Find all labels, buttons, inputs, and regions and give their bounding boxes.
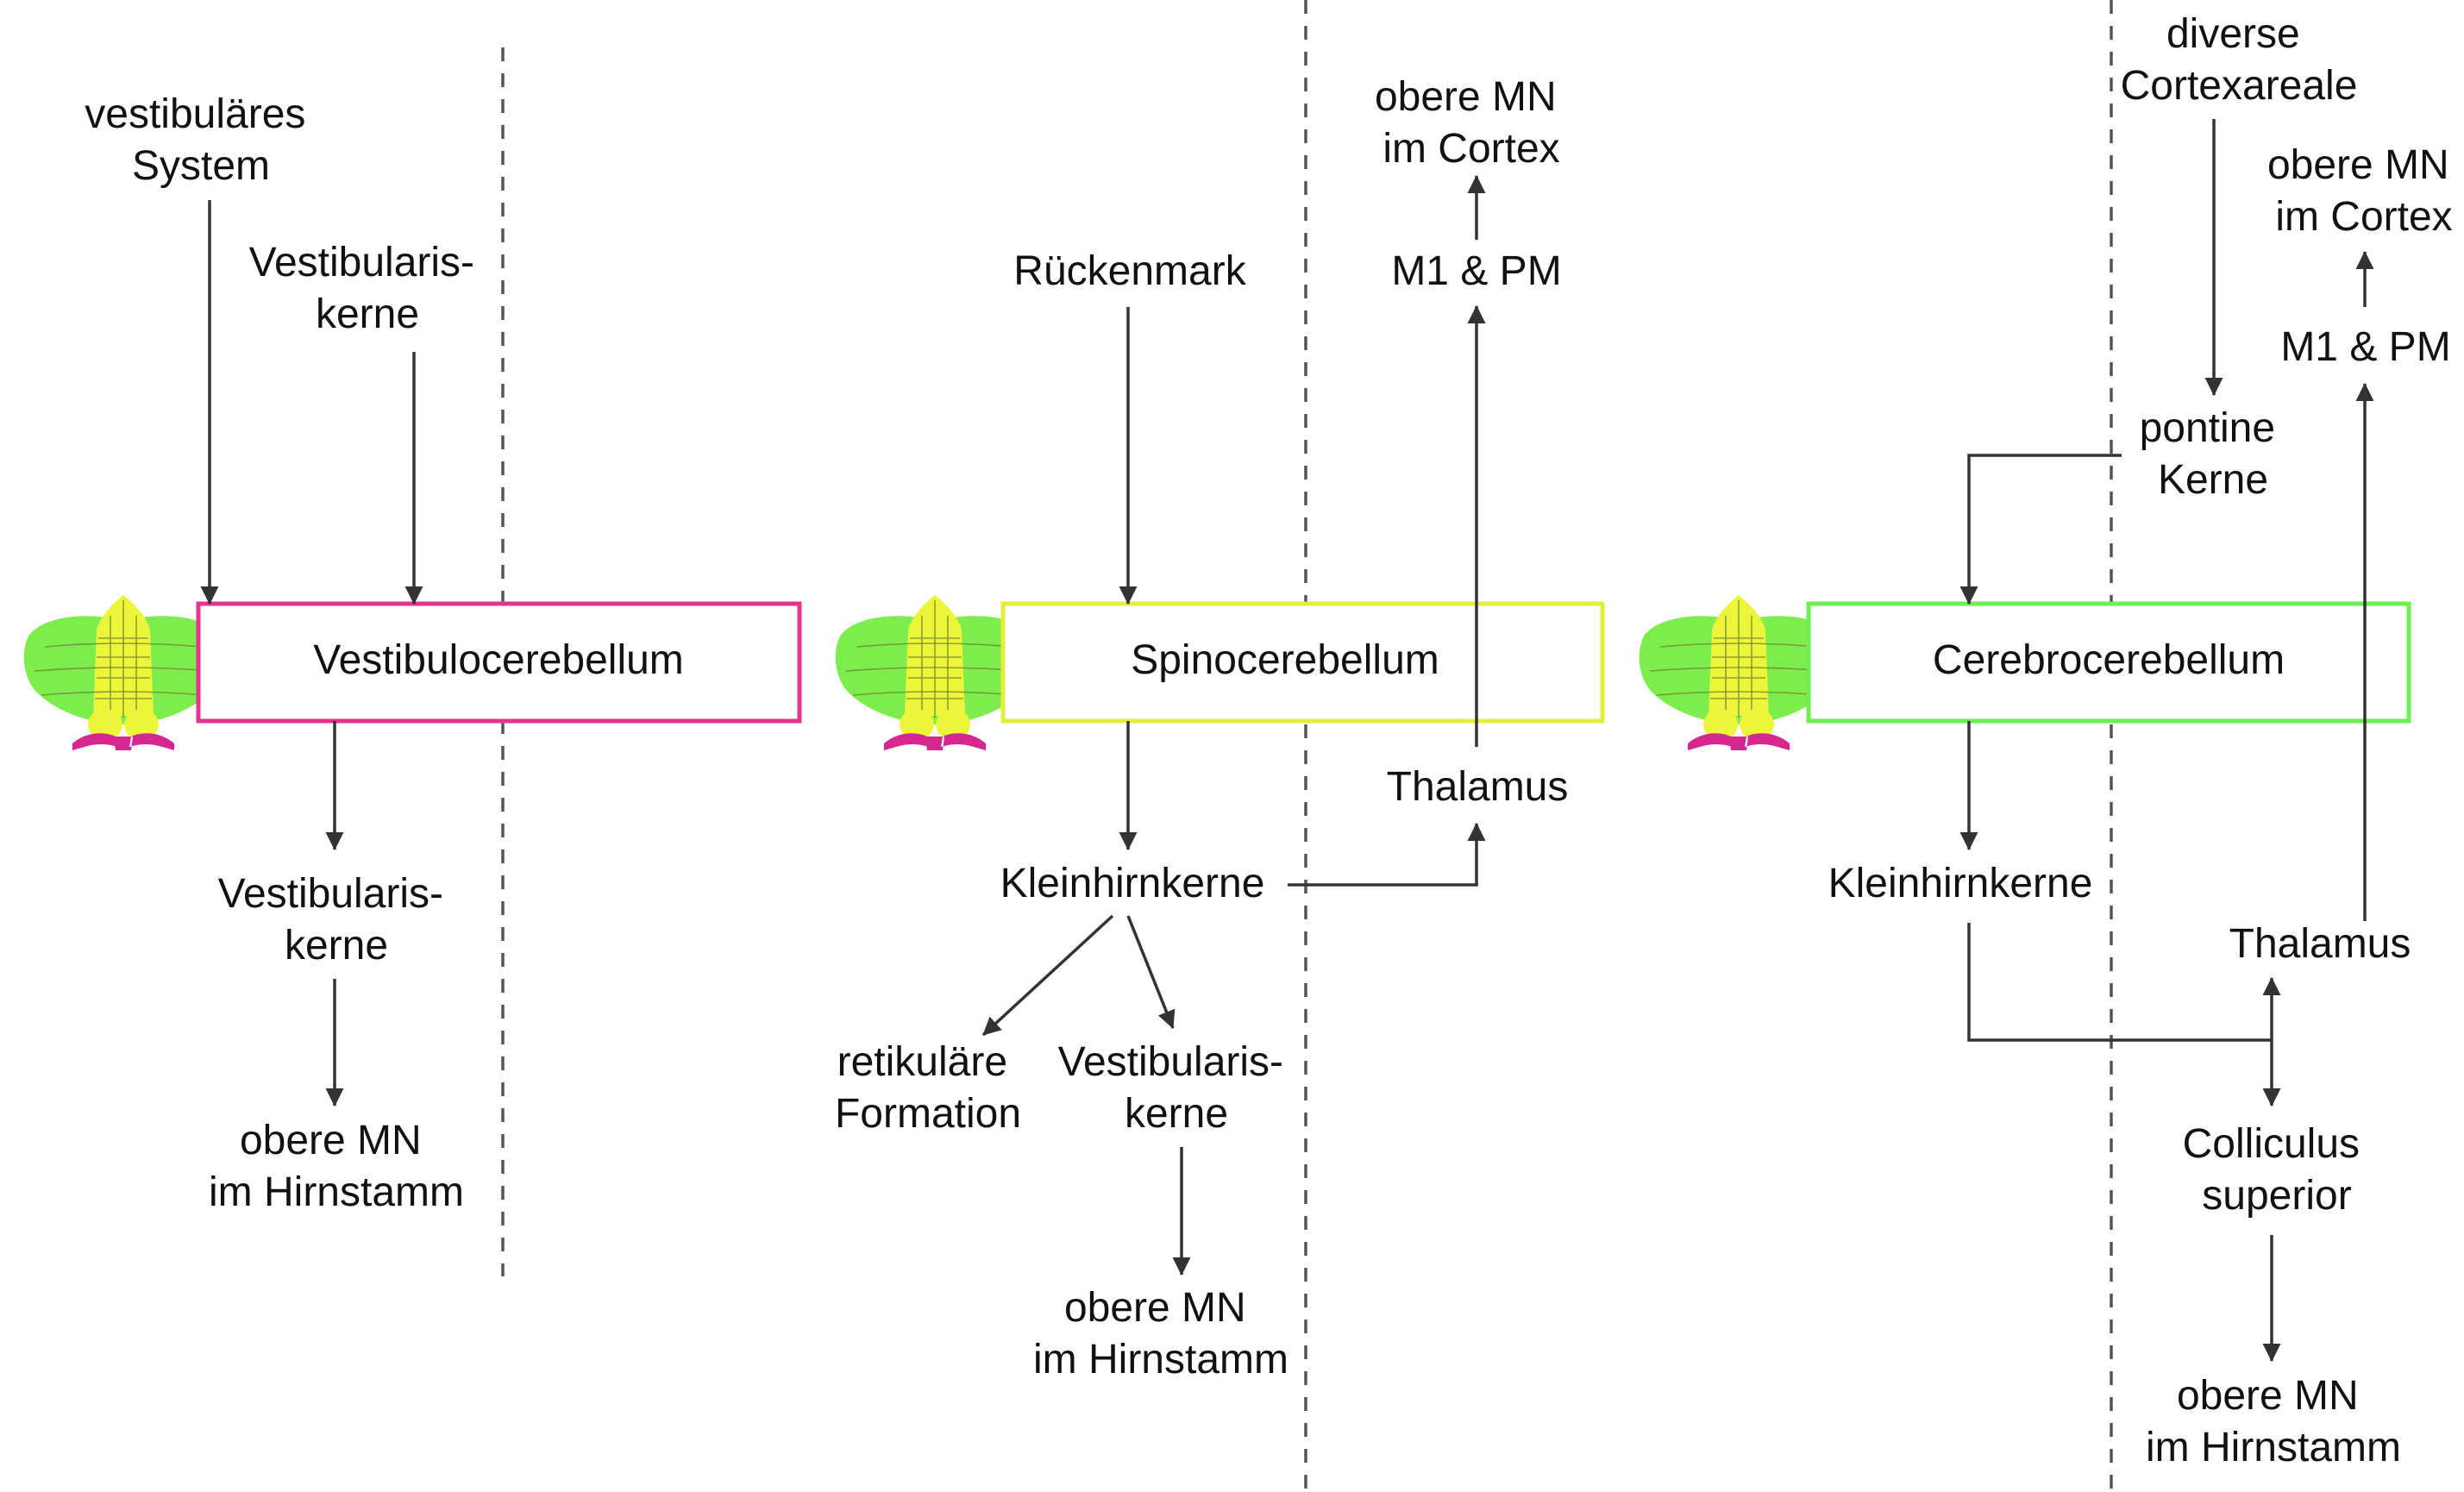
spinocerebellum-label: Spinocerebellum [1131,637,1439,683]
vestibular-nuclei-label-2: Vestibularis- kerne [1058,1039,1295,1137]
spinocerebellum-box [1000,601,1605,724]
vestibulocerebellum-label: Vestibulocerebellum [313,637,684,683]
cerebellum-icon-1 [22,594,224,751]
arrow-pontine-to-box [1959,454,2122,605]
vestibulocerebellum-box [196,601,802,724]
vestibular-nuclei-input-label: Vestibularis- kerne [249,240,486,337]
m1-pm-label-3: M1 & PM [2280,324,2450,370]
thalamus-label-3: Thalamus [2229,921,2411,967]
vestibular-system-label: vestibuläres System [85,91,317,189]
pontine-nuclei-label: pontine Kerne [2140,405,2287,503]
upper-mn-brainstem-label-1: obere MN im Hirnstamm [209,1118,464,1215]
colliculus-superior-label: Colliculus superior [2183,1121,2372,1219]
reticular-formation-label: retikuläre Formation [835,1039,1021,1137]
cerebrocerebellum-box [1806,601,2411,724]
arrow-nuclei-to-thalamus [1288,822,1486,887]
upper-mn-brainstem-label-2: obere MN im Hirnstamm [1033,1285,1288,1382]
cerebrocerebellum-label: Cerebrocerebellum [1933,637,2285,683]
arrow-nuclei-to-reticular-formation [981,914,1114,1037]
cerebellar-nuclei-label-3: Kleinhirnkerne [1828,861,2093,906]
upper-mn-cortex-label-3: obere MN im Cortex [2267,142,2461,240]
thalamus-label-2: Thalamus [1387,764,1569,810]
line-nuclei-to-branch [1967,923,2272,1042]
upper-mn-cortex-label-2: obere MN im Cortex [1375,74,1568,172]
arrow-nuclei-to-vestibular-nuclei [1126,915,1176,1029]
spinal-cord-label: Rückenmark [1013,248,1246,294]
cortex-areas-label: diverse Cortexareale [2121,11,2358,109]
cerebellar-nuclei-label-2: Kleinhirnkerne [1000,861,1265,906]
vestibular-nuclei-relay-label: Vestibularis- kerne [218,871,455,969]
m1-pm-label-2: M1 & PM [1391,248,1561,294]
upper-mn-brainstem-label-3: obere MN im Hirnstamm [2146,1373,2401,1470]
